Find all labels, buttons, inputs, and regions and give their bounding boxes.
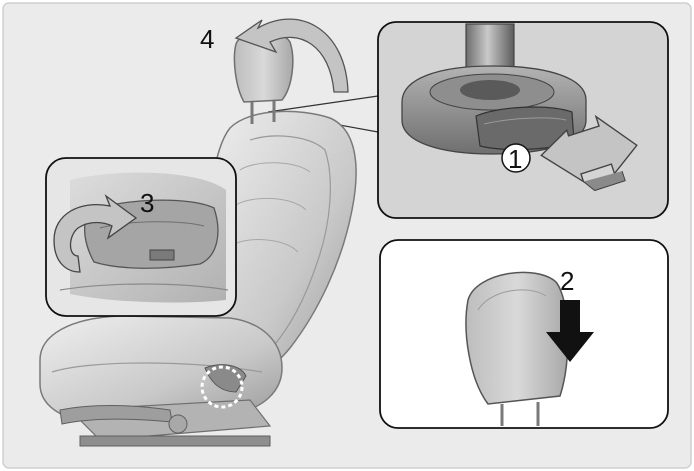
- car-seat: [39, 110, 357, 447]
- callout-release-button: [377, 21, 669, 219]
- callout-lever-detail: [45, 157, 237, 317]
- step-3-label: 3: [140, 188, 154, 218]
- press-arrow-icon: [540, 114, 638, 192]
- rotate-arrow-icon: [234, 18, 349, 93]
- callout-headrest-down: [379, 239, 669, 429]
- lever-highlight-circle: [200, 365, 244, 409]
- step-4-label: 4: [200, 24, 214, 54]
- step-1-label: 1: [508, 144, 522, 174]
- down-arrow-icon: [546, 300, 594, 362]
- step-2-label: 2: [560, 266, 574, 296]
- step-1-badge: [501, 143, 531, 173]
- fold-arrow-icon: [53, 194, 138, 273]
- headrest: [233, 31, 294, 124]
